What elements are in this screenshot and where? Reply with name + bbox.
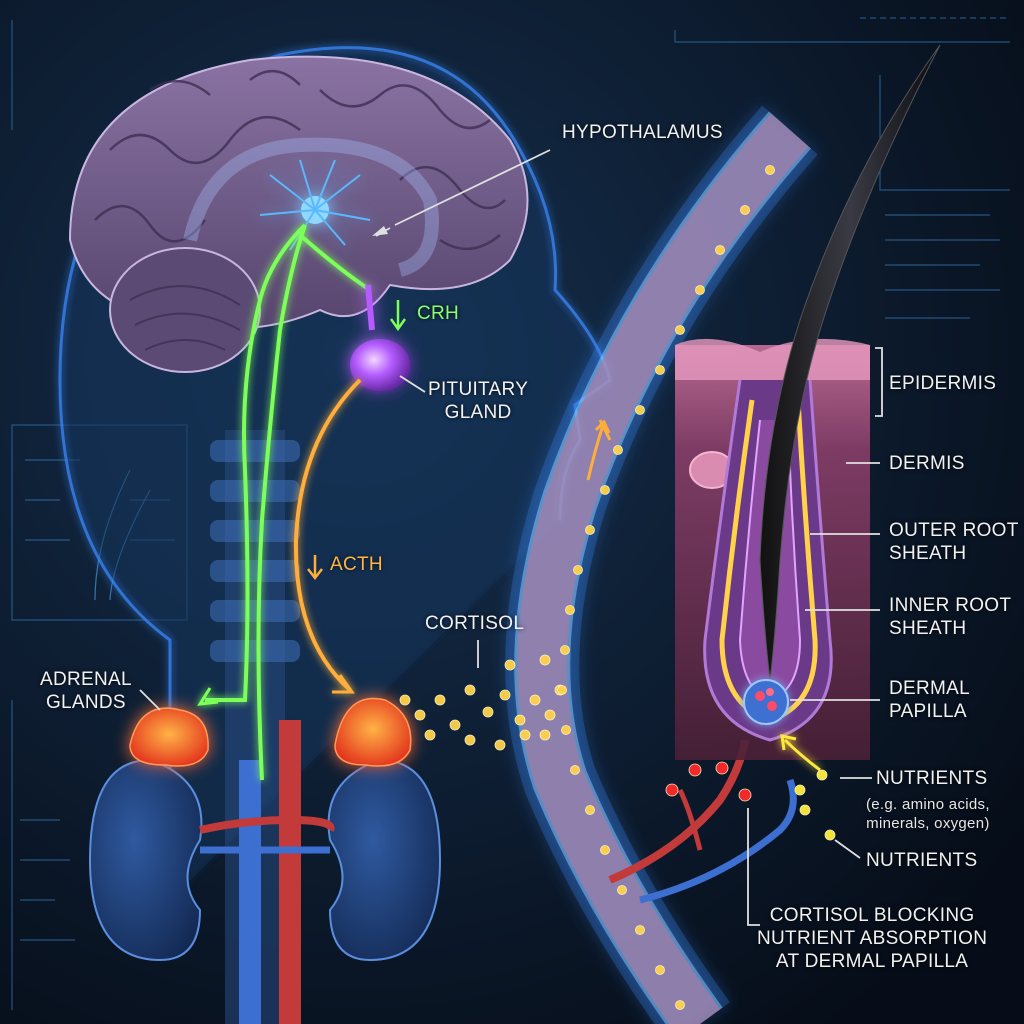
blood-cell (688, 763, 702, 777)
cortisol-particle (765, 165, 775, 175)
brain (68, 55, 529, 373)
cortisol-particle (573, 565, 583, 575)
label-hypothalamus: HYPOTHALAMUS (562, 122, 723, 143)
label-outer-root-sheath: OUTER ROOT SHEATH (889, 520, 1019, 564)
label-dermis: DERMIS (889, 453, 965, 474)
hypothalamus-pointer-icon (372, 226, 388, 236)
nutrient-particle (824, 829, 836, 841)
cortisol-particle (675, 1000, 685, 1010)
cortisol-particle (655, 365, 665, 375)
label-nutrients-secondary: NUTRIENTS (866, 850, 978, 871)
central-vessels (199, 720, 335, 1024)
left-adrenal-gland (129, 707, 209, 767)
particles (399, 165, 836, 1010)
blood-cell (738, 788, 752, 802)
dermal-papilla (743, 679, 789, 725)
cortisol-particle (715, 245, 725, 255)
cortisol-particle (740, 205, 750, 215)
cortisol-particle (565, 605, 575, 615)
label-crh: CRH (417, 303, 460, 324)
cortisol-particle (585, 805, 595, 815)
cortisol-particle (539, 654, 551, 666)
cerebellum (109, 247, 261, 373)
acth-arrow-icon (307, 555, 323, 581)
skin-cross-section (675, 44, 941, 760)
acth-pathway (293, 378, 362, 694)
right-adrenal-gland (334, 697, 412, 767)
nutrient-arrow-icon (780, 734, 821, 772)
cortisol-particle (635, 405, 645, 415)
cortisol-particle (482, 706, 494, 718)
label-adrenal-glands: ADRENAL GLANDS (40, 669, 132, 713)
cortisol-particle (561, 725, 571, 735)
crh-pathway (197, 223, 372, 781)
cortisol-particle (557, 685, 567, 695)
cortisol-particle (635, 925, 645, 935)
cortisol-particle (617, 885, 627, 895)
cortisol-particle (519, 729, 531, 741)
cortisol-particle (570, 765, 580, 775)
nutrient-particle (799, 804, 811, 816)
blood-cell (715, 761, 729, 775)
label-cortisol: CORTISOL (425, 613, 525, 634)
label-nutrients-primary: NUTRIENTS (876, 768, 988, 789)
label-inner-root-sheath: INNER ROOT SHEATH (889, 595, 1012, 639)
cortisol-particle (675, 325, 685, 335)
cortisol-particle (613, 445, 623, 455)
cortisol-particle (499, 689, 511, 701)
cortisol-particle (600, 845, 610, 855)
label-nutrients-detail: (e.g. amino acids, minerals, oxygen) (866, 796, 990, 832)
cortisol-particle (600, 485, 610, 495)
crh-arrow-icon (389, 300, 407, 332)
label-cortisol-blocking: CORTISOL BLOCKING NUTRIENT ABSORPTION AT… (757, 905, 988, 972)
cortisol-particle (424, 729, 436, 741)
blood-cell (665, 783, 679, 797)
right-kidney (327, 758, 442, 962)
cortisol-particle (585, 525, 595, 535)
label-dermal-papilla: DERMAL PAPILLA (889, 678, 970, 722)
cortisol-particle (560, 645, 570, 655)
cortisol-particle (449, 719, 461, 731)
label-epidermis: EPIDERMIS (889, 373, 997, 394)
cortisol-particle (695, 285, 705, 295)
label-pituitary-gland: PITUITARY GLAND (428, 379, 529, 423)
left-kidney (88, 758, 203, 962)
cortisol-particle (434, 694, 446, 706)
cortisol-particle (464, 734, 476, 746)
cortisol-particle (399, 694, 411, 706)
nutrient-particle (816, 769, 828, 781)
nutrient-particle (794, 784, 806, 796)
cortisol-particle (504, 659, 516, 671)
label-acth: ACTH (330, 554, 383, 575)
cortisol-particle (494, 739, 506, 751)
cortisol-particle (529, 694, 541, 706)
cortisol-particle (655, 965, 665, 975)
cortisol-particle (464, 684, 476, 696)
cortisol-particle (514, 714, 526, 726)
blood-vessel (505, 105, 818, 1024)
cortisol-particle (544, 709, 556, 721)
upflow-arrow-icon (586, 419, 611, 481)
pituitary-gland (350, 284, 410, 391)
cortisol-particle (539, 729, 551, 741)
cortisol-particle (414, 709, 426, 721)
